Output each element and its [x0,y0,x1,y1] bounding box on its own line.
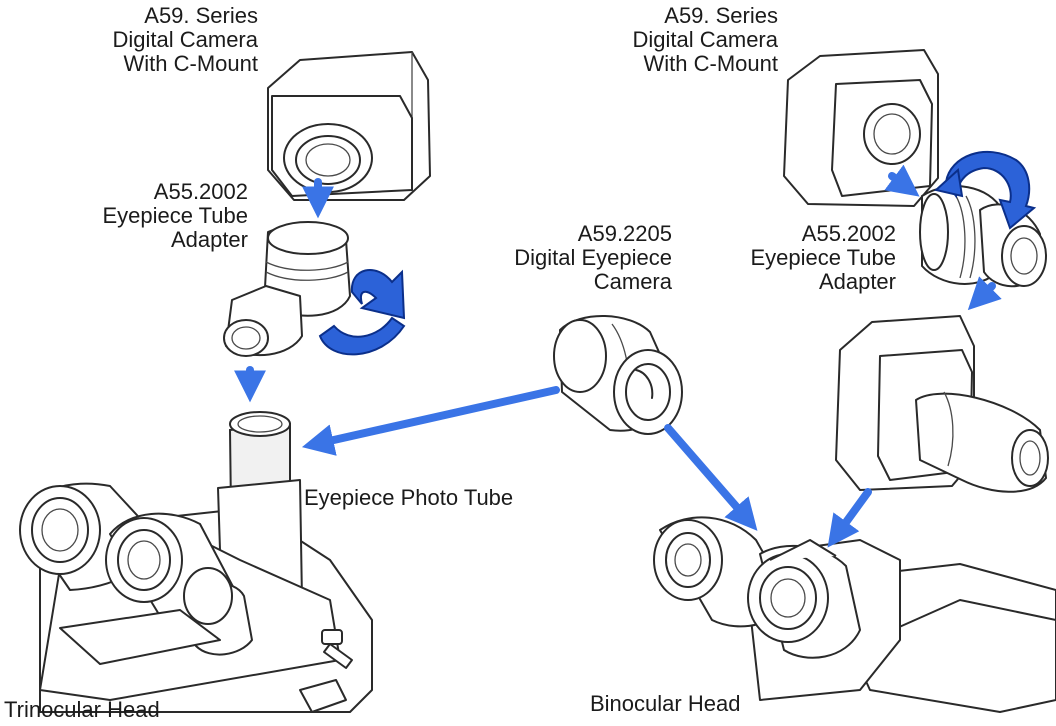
label-adapter-left: A55.2002 Eyepiece Tube Adapter [102,179,248,252]
right-rotate-arrow-icon [933,150,1037,230]
label-trinocular-head: Trinocular Head [4,697,160,722]
label-digital-eyepiece-camera: A59.2205 Digital Eyepiece Camera [514,221,672,294]
right-eyepiece-adapter [919,185,1047,288]
arrow-right-adapter-to-camera [967,276,1002,311]
binocular-head [653,516,1056,713]
connection-arrows [234,164,1002,548]
label-camera-left: A59. Series Digital Camera With C-Mount [112,3,259,76]
right-lower-camera [835,315,1049,493]
arrow-lower-camera-to-binocular [827,488,872,548]
trinocular-head [19,411,373,713]
arrow-eyepiece-camera-to-binocular [664,424,758,531]
left-rotate-arrow-icon [318,269,406,356]
label-eyepiece-photo-tube: Eyepiece Photo Tube [304,485,514,510]
label-adapter-right: A55.2002 Eyepiece Tube Adapter [750,221,896,294]
left-digital-camera [267,51,431,201]
label-binocular-head: Binocular Head [590,691,741,716]
arrow-eyepiece-camera-to-phototube [301,386,560,456]
arrow-right-camera-to-adapter [884,164,920,197]
label-camera-right: A59. Series Digital Camera With C-Mount [632,3,779,76]
digital-eyepiece-camera [553,314,683,435]
left-eyepiece-adapter [223,221,351,357]
right-digital-camera [783,49,939,207]
